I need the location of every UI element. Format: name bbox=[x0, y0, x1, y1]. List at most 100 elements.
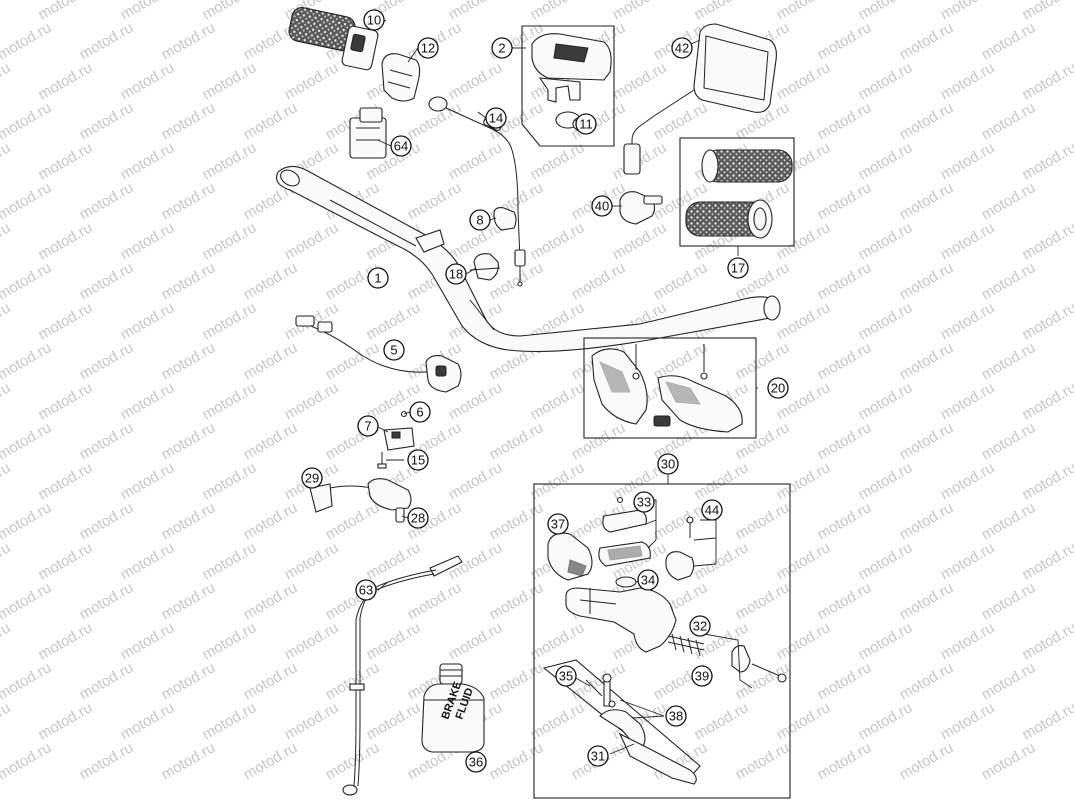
callout-30: 30 bbox=[657, 453, 679, 475]
watermark-text: motod.ru bbox=[1020, 619, 1074, 663]
watermark-text: motod.ru bbox=[0, 0, 13, 23]
watermark-text: motod.ru bbox=[897, 579, 957, 623]
watermark-text: motod.ru bbox=[1020, 379, 1074, 423]
svg-text:39: 39 bbox=[695, 669, 709, 684]
svg-text:11: 11 bbox=[579, 117, 593, 132]
watermark-text: motod.ru bbox=[282, 219, 342, 263]
watermark-text: motod.ru bbox=[1020, 459, 1074, 503]
watermark-text: motod.ru bbox=[0, 739, 54, 783]
watermark-text: motod.ru bbox=[979, 579, 1039, 623]
watermark-text: motod.ru bbox=[241, 99, 301, 143]
watermark-text: motod.ru bbox=[241, 499, 301, 543]
watermark-text: motod.ru bbox=[815, 99, 875, 143]
watermark-text: motod.ru bbox=[200, 139, 260, 183]
watermark-text: motod.ru bbox=[0, 699, 13, 743]
callout-17: 17 bbox=[727, 257, 749, 279]
watermark-text: motod.ru bbox=[446, 139, 506, 183]
watermark-text: motod.ru bbox=[528, 459, 588, 503]
part-63-clutch-line bbox=[342, 555, 463, 796]
watermark-text: motod.ru bbox=[364, 699, 424, 743]
svg-text:5: 5 bbox=[390, 343, 397, 358]
watermark-text: motod.ru bbox=[815, 499, 875, 543]
watermark-text: motod.ru bbox=[979, 99, 1039, 143]
watermark-text: motod.ru bbox=[241, 739, 301, 783]
watermark-text: motod.ru bbox=[0, 339, 54, 383]
watermark-text: motod.ru bbox=[897, 499, 957, 543]
watermark-text: motod.ru bbox=[692, 539, 752, 583]
watermark-text: motod.ru bbox=[774, 459, 834, 503]
watermark-text: motod.ru bbox=[200, 299, 260, 343]
watermark-text: motod.ru bbox=[200, 699, 260, 743]
watermark-text: motod.ru bbox=[77, 739, 137, 783]
svg-text:15: 15 bbox=[411, 453, 425, 468]
svg-text:44: 44 bbox=[705, 503, 719, 518]
watermark-text: motod.ru bbox=[815, 419, 875, 463]
watermark-text: motod.ru bbox=[118, 699, 178, 743]
watermark-text: motod.ru bbox=[36, 699, 96, 743]
watermark-text: motod.ru bbox=[856, 219, 916, 263]
watermark-text: motod.ru bbox=[897, 339, 957, 383]
svg-text:6: 6 bbox=[416, 405, 423, 420]
watermark-text: motod.ru bbox=[200, 459, 260, 503]
part-18-clip bbox=[469, 253, 501, 281]
watermark-text: motod.ru bbox=[241, 419, 301, 463]
watermark-text: motod.ru bbox=[733, 739, 793, 783]
watermark-text: motod.ru bbox=[979, 259, 1039, 303]
watermark-text: motod.ru bbox=[897, 739, 957, 783]
svg-text:10: 10 bbox=[367, 13, 381, 28]
watermark-text: motod.ru bbox=[0, 259, 54, 303]
part-20-hand-guards bbox=[583, 337, 757, 439]
callout-29: 29 bbox=[301, 467, 323, 489]
watermark-text: motod.ru bbox=[897, 179, 957, 223]
watermark-text: motod.ru bbox=[487, 739, 547, 783]
callout-11: 11 bbox=[575, 113, 597, 135]
watermark-text: motod.ru bbox=[36, 539, 96, 583]
callout-37: 37 bbox=[547, 513, 569, 535]
watermark-text: motod.ru bbox=[487, 659, 547, 703]
watermark-text: motod.ru bbox=[856, 619, 916, 663]
watermark-text: motod.ru bbox=[979, 179, 1039, 223]
svg-text:64: 64 bbox=[394, 139, 408, 154]
watermark-text: motod.ru bbox=[159, 19, 219, 63]
watermark-text: motod.ru bbox=[282, 59, 342, 103]
watermark-text: motod.ru bbox=[364, 299, 424, 343]
watermark-text: motod.ru bbox=[938, 699, 998, 743]
watermark-text: motod.ru bbox=[815, 339, 875, 383]
part-10-throttle-grip bbox=[288, 7, 379, 71]
watermark-text: motod.ru bbox=[487, 499, 547, 543]
part-1-handlebar bbox=[275, 165, 781, 353]
watermark-text: motod.ru bbox=[0, 499, 54, 543]
watermark-text: motod.ru bbox=[569, 419, 629, 463]
callout-15: 15 bbox=[407, 449, 429, 471]
watermark-text: motod.ru bbox=[118, 139, 178, 183]
part-5-kill-switch bbox=[295, 315, 462, 393]
watermark-text: motod.ru bbox=[651, 499, 711, 543]
watermark-text: motod.ru bbox=[528, 379, 588, 423]
watermark-text: motod.ru bbox=[159, 99, 219, 143]
watermark-text: motod.ru bbox=[118, 379, 178, 423]
svg-text:38: 38 bbox=[669, 709, 683, 724]
watermark-text: motod.ru bbox=[200, 219, 260, 263]
watermark-text: motod.ru bbox=[938, 299, 998, 343]
watermark-text: motod.ru bbox=[36, 299, 96, 343]
watermark-text: motod.ru bbox=[938, 59, 998, 103]
watermark-text: motod.ru bbox=[651, 259, 711, 303]
watermark-text: motod.ru bbox=[118, 59, 178, 103]
watermark-text: motod.ru bbox=[0, 59, 13, 103]
callout-1: 1 bbox=[367, 267, 389, 289]
watermark-text: motod.ru bbox=[241, 339, 301, 383]
watermark-text: motod.ru bbox=[0, 299, 13, 343]
watermark-text: motod.ru bbox=[733, 419, 793, 463]
watermark-text: motod.ru bbox=[118, 299, 178, 343]
callout-6: 6 bbox=[409, 401, 431, 423]
part-30-brake-master-cylinder bbox=[533, 483, 791, 799]
svg-text:1: 1 bbox=[374, 271, 381, 286]
svg-text:17: 17 bbox=[731, 261, 745, 276]
svg-text:35: 35 bbox=[559, 669, 573, 684]
watermark-text: motod.ru bbox=[200, 59, 260, 103]
callout-44: 44 bbox=[701, 499, 723, 521]
watermark-text: motod.ru bbox=[282, 539, 342, 583]
callout-2: 2 bbox=[491, 37, 513, 59]
watermark-text: motod.ru bbox=[0, 219, 13, 263]
